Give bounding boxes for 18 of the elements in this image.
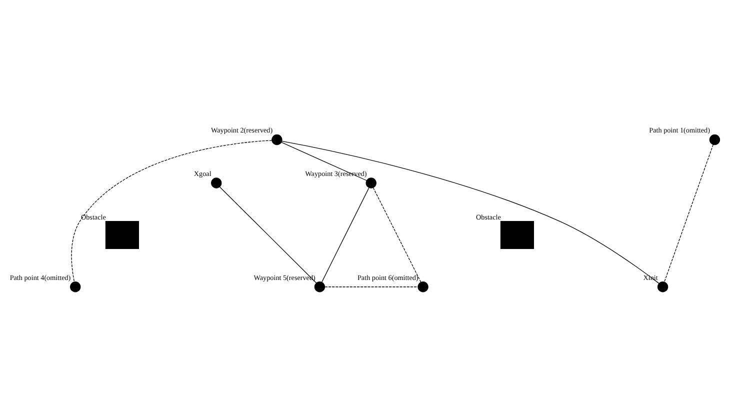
node-circle <box>211 178 222 188</box>
node-circle <box>709 134 720 146</box>
node-circle <box>657 282 668 292</box>
node-box <box>500 220 534 249</box>
node-circle <box>70 282 81 292</box>
connector <box>71 140 272 282</box>
node-circle <box>418 282 428 292</box>
node-circle <box>366 178 376 188</box>
connector <box>281 142 367 181</box>
node-circle <box>314 282 326 292</box>
connector <box>282 140 660 284</box>
connector <box>219 186 317 284</box>
node-circle <box>272 134 282 146</box>
connector <box>324 286 418 288</box>
connector <box>372 187 422 282</box>
node-box <box>105 220 139 249</box>
connector <box>322 187 370 282</box>
connector <box>664 144 714 282</box>
